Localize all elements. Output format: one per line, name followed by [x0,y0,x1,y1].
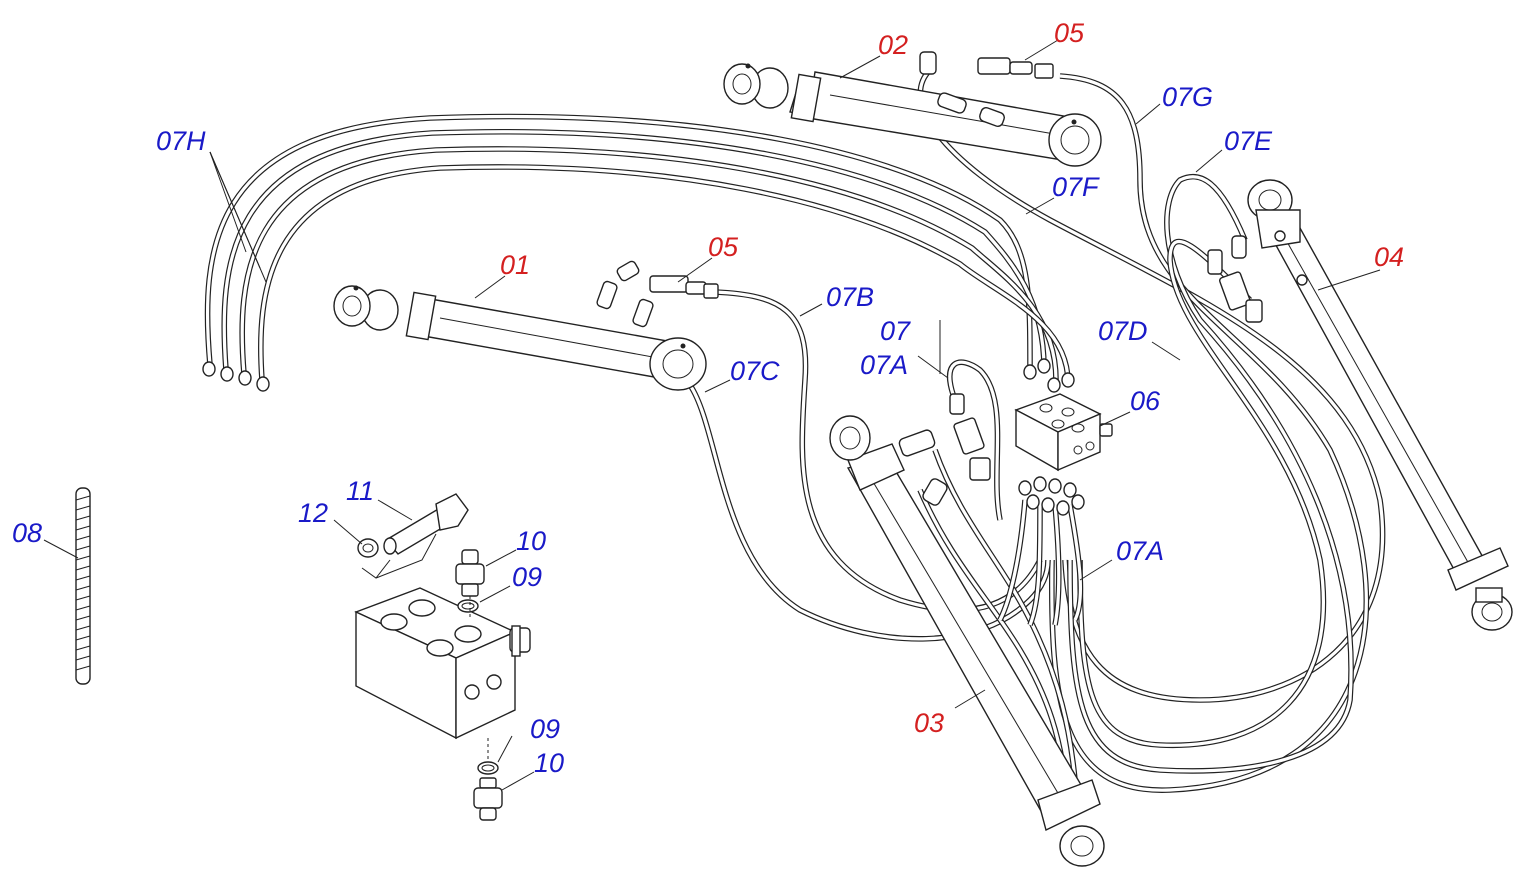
hose-07G [1048,73,1370,793]
label-09-top: 09 [512,562,542,592]
label-08: 08 [12,518,42,548]
label-07B: 07B [826,282,874,312]
label-11: 11 [346,476,374,506]
label-07E: 07E [1224,126,1273,156]
hose-07D [1077,238,1327,749]
label-01: 01 [500,250,530,280]
label-07F: 07F [1052,172,1100,202]
valve-block-06 [1014,393,1113,472]
label-02: 02 [878,30,908,60]
part-labels: 01 02 03 04 05 05 06 07 07A 07A 07B 07C … [12,18,1404,778]
label-07G: 07G [1162,82,1213,112]
fittings-07H-right [1023,358,1075,393]
cylinder-04 [1207,179,1513,631]
label-07H: 07H [156,126,206,156]
cylinder-01 [333,260,719,391]
hose-07-07A [947,359,1003,521]
label-09-bottom: 09 [530,714,560,744]
cylinder-03 [829,393,1105,867]
label-07C: 07C [730,356,780,386]
cylinder-02 [723,51,1102,167]
label-07: 07 [880,316,911,346]
hose-group-07A [917,449,1084,781]
bolt-11 [383,493,469,555]
label-03: 03 [914,708,944,738]
label-06: 06 [1130,386,1161,416]
label-07D: 07D [1098,316,1148,346]
bolt-mount-indicator-2 [375,559,391,579]
hose-07F [917,68,1386,703]
oring-09-bottom [477,761,499,775]
oring-09-top [457,599,479,613]
label-07A-upper: 07A [860,350,908,380]
leader-lines [43,39,1381,791]
label-05-left: 05 [708,232,739,262]
bolt-mount-indicator [361,533,437,579]
washer-12 [357,538,379,558]
fittings-07H-left [202,361,270,392]
label-04: 04 [1374,242,1404,272]
valve-block-exploded [354,587,531,740]
fitting-10-top [455,549,485,597]
spiral-guard-08 [75,487,91,685]
label-07A-lower: 07A [1116,536,1164,566]
label-10-top: 10 [516,526,546,556]
fitting-10-bottom [473,777,503,821]
fittings-07A-cluster [1018,476,1085,516]
label-12: 12 [298,498,328,528]
label-05-top: 05 [1054,18,1085,48]
hose-07E [1067,173,1354,774]
label-10-bottom: 10 [534,748,564,778]
hose-group-07H [204,113,1071,383]
